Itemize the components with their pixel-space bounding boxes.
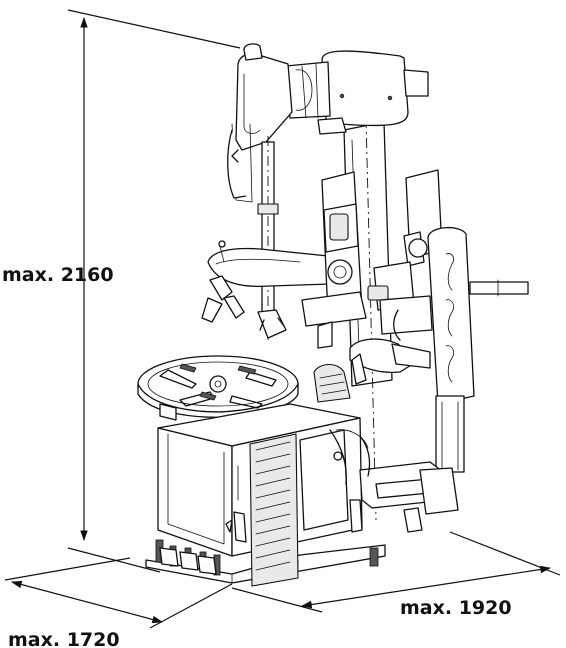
height-label: max. 2160: [2, 264, 114, 286]
height-dimension: [67, 9, 241, 573]
mount-head-arm: [227, 43, 293, 340]
bead-breaker: [335, 429, 459, 533]
helper-column: [301, 171, 367, 349]
tire-changer-machine: [137, 43, 529, 587]
width-label: max. 1720: [8, 629, 120, 648]
turntable: [137, 355, 299, 421]
depth-label: max. 1920: [400, 597, 512, 619]
cabinet: [157, 403, 363, 587]
foot-pedals: [159, 547, 217, 575]
bead-press-column: [427, 227, 529, 473]
depth-dimension: [231, 531, 561, 613]
helper-arm: [201, 240, 331, 323]
width-dimension: [4, 557, 233, 629]
side-arm: [313, 338, 431, 403]
upper-arm-housing: [285, 50, 429, 135]
